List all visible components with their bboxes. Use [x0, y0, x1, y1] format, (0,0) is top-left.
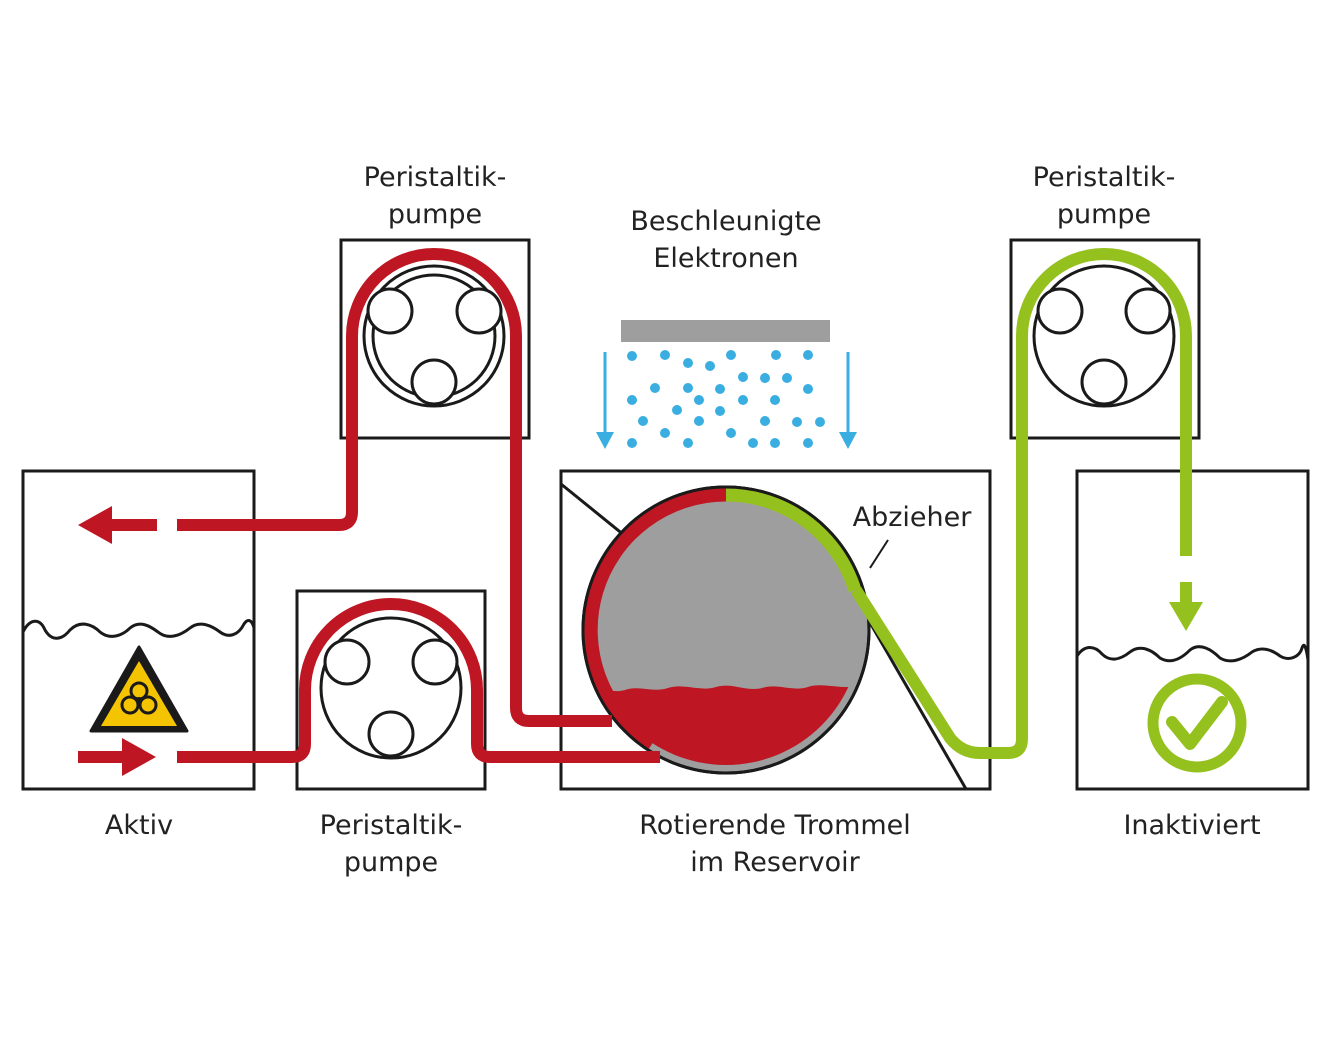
peristaltic-pump-bottom [295, 589, 487, 791]
label-electrons-1: Beschleunigte [630, 206, 821, 237]
beam-arrow-right [839, 352, 857, 449]
beam-arrow-left [596, 352, 614, 449]
label-electrons-2: Elektronen [653, 243, 798, 274]
label-pump-top-right-1: Peristaltik- [1033, 162, 1176, 193]
checkmark-circle-icon [1147, 673, 1247, 773]
label-pump-top-right-2: pumpe [1057, 199, 1151, 230]
label-drum-1: Rotierende Trommel [639, 810, 911, 841]
drum-green-film [725, 486, 864, 593]
label-scraper: Abzieher [853, 502, 973, 533]
outlet-arrowhead [1169, 602, 1203, 631]
active-tank [21, 469, 256, 791]
label-active: Aktiv [105, 810, 173, 841]
electron-dots [627, 350, 825, 448]
drum-red-film [582, 486, 727, 751]
drum-liquid-pool [591, 685, 861, 765]
inactivated-tank [1075, 469, 1310, 791]
inlet-tube-active [177, 598, 660, 763]
peristaltic-pump-top-right [1009, 238, 1201, 440]
label-pump-top-left-2: pumpe [388, 199, 482, 230]
inlet-arrowhead [122, 738, 156, 776]
inactivated-liquid-surface [1075, 643, 1310, 663]
biohazard-warning-icon [89, 645, 189, 733]
label-pump-top-left-1: Peristaltik- [364, 162, 507, 193]
electron-beam [596, 320, 857, 449]
rotating-drum [581, 485, 871, 775]
label-inactivated: Inaktiviert [1123, 810, 1260, 841]
return-tube-active [177, 248, 612, 727]
active-liquid-surface [21, 619, 256, 640]
electron-emitter [621, 320, 830, 342]
scraper-pointer [869, 539, 889, 569]
label-drum-2: im Reservoir [690, 847, 860, 878]
drum-reservoir [559, 469, 992, 791]
peristaltic-pump-top-left [339, 238, 531, 440]
return-arrowhead [78, 506, 112, 544]
outlet-tube-inactivated [850, 248, 1192, 759]
label-pump-bottom-2: pumpe [344, 847, 438, 878]
label-pump-bottom-1: Peristaltik- [320, 810, 463, 841]
